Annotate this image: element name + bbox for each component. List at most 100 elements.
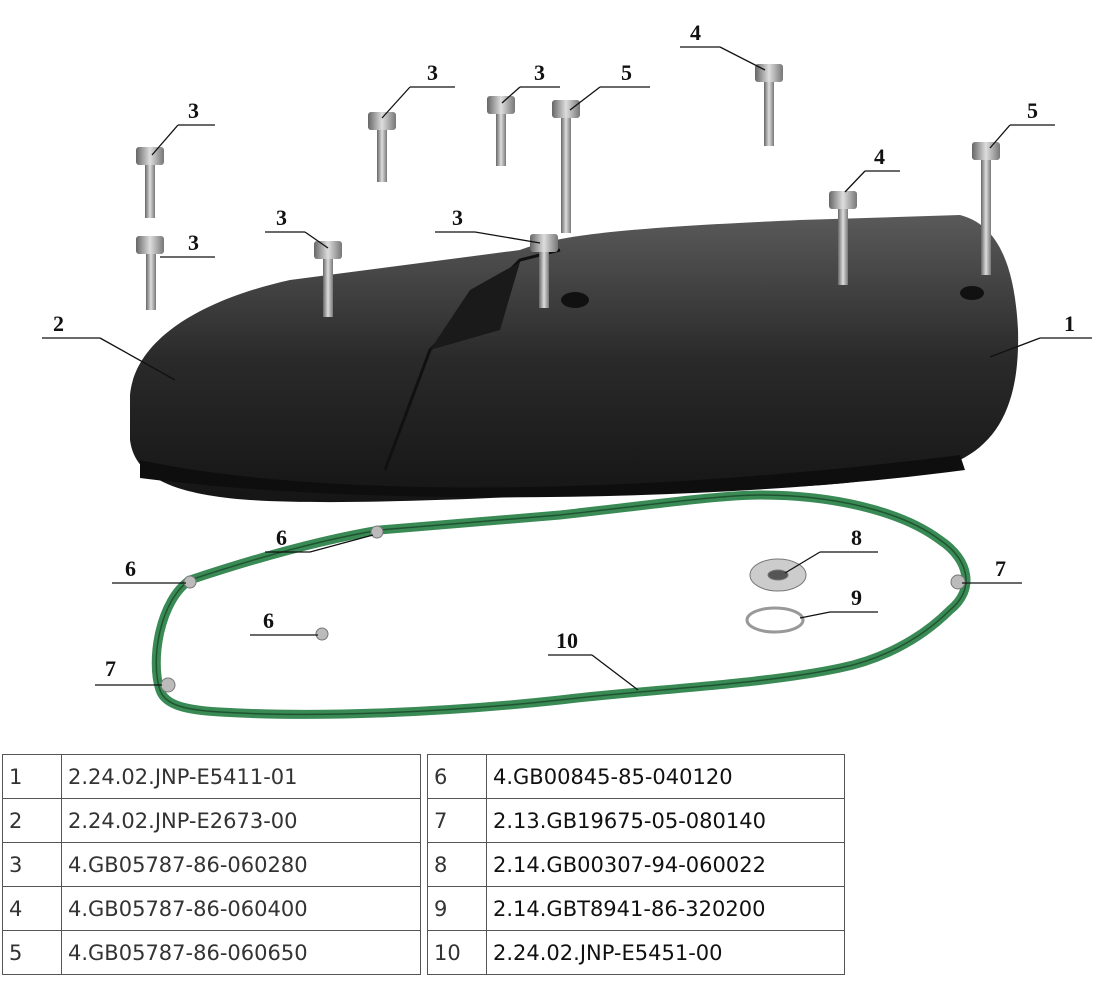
bearing-bore	[767, 569, 789, 581]
part-number: 8	[427, 842, 487, 887]
callout-5: 5	[569, 60, 650, 111]
part-code: 4.GB05787-86-060400	[61, 886, 421, 931]
callout-number: 3	[276, 205, 287, 230]
bolt-3	[145, 160, 155, 218]
bolt-head	[552, 100, 580, 118]
part-number: 9	[427, 886, 487, 931]
callout-number: 8	[851, 525, 862, 550]
callout-10: 10	[548, 628, 639, 691]
part-code: 4.GB05787-86-060280	[61, 842, 421, 887]
dowel-pin-6	[315, 627, 329, 641]
callout-number: 10	[556, 628, 578, 653]
exploded-parts-diagram: 3 3 3 3 5 4 5 4 3 3 2 1 6 6 6 7 7 8 9 10	[42, 20, 1092, 719]
callout-number: 7	[105, 656, 116, 681]
callout-number: 2	[53, 311, 64, 336]
part-number: 5	[2, 930, 62, 975]
callout-3: 3	[265, 205, 329, 249]
callout-7: 7	[962, 556, 1022, 584]
callout-6: 6	[250, 608, 318, 636]
callout-number: 4	[874, 144, 885, 169]
bolt-3	[146, 250, 156, 310]
callout-3: 3	[501, 60, 560, 104]
bolt-head	[487, 96, 515, 114]
bolt-head	[136, 147, 164, 165]
bolt-head	[314, 241, 342, 259]
part-code: 2.24.02.JNP-E2673-00	[61, 798, 421, 843]
callout-3: 3	[160, 230, 215, 258]
callout-number: 6	[263, 608, 274, 633]
pin-7	[160, 677, 176, 693]
bolts	[136, 64, 1000, 317]
part-number: 7	[427, 798, 487, 843]
part-code: 2.24.02.JNP-E5451-00	[486, 930, 845, 975]
bolt-head	[368, 112, 396, 130]
dowel-pin-6	[183, 575, 197, 589]
bolt-5	[561, 115, 571, 233]
callout-number: 4	[690, 20, 701, 45]
callout-number: 1	[1064, 311, 1075, 336]
callout-number: 3	[188, 230, 199, 255]
callout-number: 3	[427, 60, 438, 85]
callout-number: 6	[125, 556, 136, 581]
part-number: 3	[2, 842, 62, 887]
bolt-4	[838, 205, 848, 285]
callout-8: 8	[784, 525, 878, 574]
bolt-head	[829, 191, 857, 209]
bolt-3	[496, 110, 506, 166]
part-code: 2.14.GBT8941-86-320200	[486, 886, 845, 931]
part-number: 4	[2, 886, 62, 931]
callout-1: 1	[989, 311, 1092, 358]
callout-number: 6	[276, 525, 287, 550]
callout-4: 4	[844, 144, 900, 193]
part-code: 2.24.02.JNP-E5411-01	[61, 754, 421, 799]
bolt-head	[972, 142, 1000, 160]
callout-6: 6	[112, 556, 186, 584]
circlip-9	[745, 606, 805, 634]
dowel-pin-6	[370, 525, 384, 539]
callout-7: 7	[95, 656, 162, 686]
part-code: 2.14.GB00307-94-060022	[486, 842, 845, 887]
bolt-5	[981, 155, 991, 275]
part-number: 6	[427, 754, 487, 799]
callout-3: 3	[381, 60, 455, 119]
callout-labels: 3 3 3 3 5 4 5 4 3 3 2 1 6 6 6 7 7 8 9 10	[42, 20, 1092, 691]
callout-5: 5	[989, 98, 1055, 149]
bolt-head	[136, 236, 164, 254]
callout-2: 2	[42, 311, 176, 381]
part-code: 4.GB00845-85-040120	[486, 754, 845, 799]
callout-9: 9	[799, 585, 878, 619]
callout-number: 7	[995, 556, 1006, 581]
callout-number: 3	[452, 205, 463, 230]
callout-number: 5	[1027, 98, 1038, 123]
small-parts	[160, 525, 966, 693]
bolt-3	[377, 126, 387, 182]
part-number: 10	[427, 930, 487, 975]
callout-number: 3	[188, 98, 199, 123]
bolt-4	[764, 78, 774, 146]
callout-3: 3	[435, 205, 541, 244]
callout-6: 6	[265, 525, 374, 553]
part-number: 1	[2, 754, 62, 799]
callout-3: 3	[151, 98, 215, 156]
part-number: 2	[2, 798, 62, 843]
callout-number: 3	[534, 60, 545, 85]
part-code: 4.GB05787-86-060650	[61, 930, 421, 975]
part-code: 2.13.GB19675-05-080140	[486, 798, 845, 843]
bolt-head	[530, 234, 558, 252]
callout-number: 5	[621, 60, 632, 85]
pin-7	[950, 574, 966, 590]
callout-4: 4	[680, 20, 766, 71]
crankcase-cover	[130, 215, 1019, 503]
